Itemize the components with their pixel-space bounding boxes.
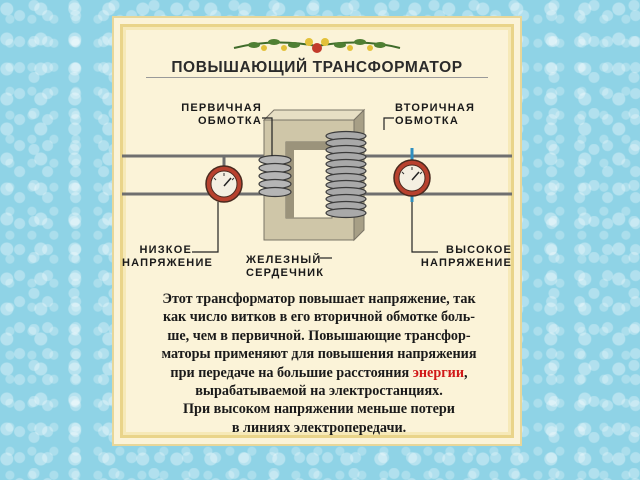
low-voltage-label: НИЗКОЕ НАПРЯЖЕНИЕ — [122, 244, 214, 270]
description-line: при передаче на большие расстояния энерг… — [126, 364, 512, 382]
description-line: маторы применяют для повышения напряжени… — [161, 346, 477, 363]
secondary-winding-label: ВТОРИЧНАЯ ОБМОТКА — [395, 102, 515, 128]
highlighted-word-energy: энергии — [412, 364, 465, 381]
description-line: вырабатываемой на электростанциях. — [195, 383, 443, 400]
label-leaders — [192, 117, 438, 259]
primary-winding-label: ПЕРВИЧНАЯ ОБМОТКА — [152, 102, 262, 128]
description-line: в линиях электропередачи. — [231, 419, 407, 436]
high-voltage-label-line2: НАПРЯЖЕНИЕ — [420, 257, 512, 269]
description-line: ше, чем в первичной. Повышающие трансфор… — [167, 327, 471, 344]
description-text: Этот трансформатор повышает напряжение, … — [126, 290, 512, 437]
low-voltage-label-line1: НИЗКОЕ — [139, 244, 192, 256]
low-voltage-gauge-icon — [205, 156, 243, 203]
high-voltage-label: ВЫСОКОЕ НАПРЯЖЕНИЕ — [402, 244, 512, 270]
secondary-winding-label-line1: ВТОРИЧНАЯ — [395, 102, 476, 114]
description-line: При высоком напряжении меньше потери — [183, 401, 455, 418]
title-divider — [146, 77, 488, 78]
description-line: Этот трансформатор повышает напряжение, … — [162, 291, 476, 307]
iron-core-label-line1: ЖЕЛЕЗНЫЙ — [246, 254, 322, 266]
diagram-card: ПОВЫШАЮЩИЙ ТРАНСФОРМАТОР ПЕРВИЧНАЯ ОБМОТ… — [112, 16, 522, 446]
description-fragment: при передаче на большие расстояния — [170, 364, 413, 381]
high-voltage-gauge-icon — [393, 148, 431, 202]
power-lines — [122, 154, 512, 196]
secondary-coil — [325, 130, 367, 219]
page-title: ПОВЫШАЮЩИЙ ТРАНСФОРМАТОР — [171, 59, 463, 76]
high-voltage-label-line1: ВЫСОКОЕ — [446, 244, 512, 256]
transformer-diagram — [122, 38, 512, 259]
low-voltage-label-line2: НАПРЯЖЕНИЕ — [122, 257, 214, 269]
secondary-winding-label-line2: ОБМОТКА — [395, 115, 459, 127]
primary-winding-label-line1: ПЕРВИЧНАЯ — [181, 102, 262, 114]
iron-core-label: ЖЕЛЕЗНЫЙ СЕРДЕЧНИК — [246, 254, 336, 280]
primary-coil — [258, 154, 292, 198]
primary-winding-label-line2: ОБМОТКА — [198, 115, 262, 127]
floral-ornament-icon — [233, 38, 401, 53]
description-fragment: , — [464, 364, 468, 381]
iron-core-label-line2: СЕРДЕЧНИК — [246, 267, 325, 279]
description-line: как число витков в его вторичной обмотке… — [163, 309, 475, 326]
